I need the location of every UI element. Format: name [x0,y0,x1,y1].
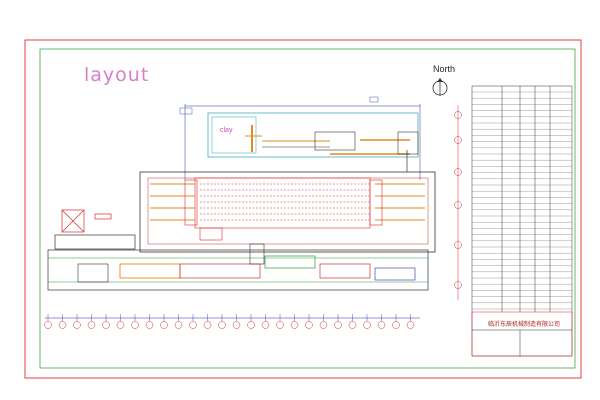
parts-table [471,85,573,357]
axis-marker [377,321,386,329]
axis-marker [334,321,342,329]
grid-axis [44,314,420,329]
production-line [47,243,429,291]
axis-marker [348,321,357,329]
axis-marker [363,321,371,329]
axis-marker [44,321,52,329]
north-label: North [433,64,456,74]
axis-marker [160,321,168,329]
top-dimension [179,96,421,180]
inner-frame [39,48,576,369]
axis-marker [261,321,270,329]
axis-marker [58,321,67,329]
axis-marker [406,321,415,329]
axis-marker [203,321,212,329]
axis-marker [290,321,299,329]
axis-marker [392,321,400,329]
clay-yard [207,112,419,172]
left-machinery [54,209,136,250]
company-name: 临沂东辰机械制造有限公司 [488,322,561,328]
axis-marker [102,321,110,329]
kiln-car-rows [200,183,370,221]
outer-frame [24,39,582,379]
axis-marker [116,321,125,329]
side-tracks [150,183,425,221]
axis-marker [131,321,139,329]
axis-marker [189,321,197,329]
north-arrow-icon [432,78,448,96]
axis-marker [73,321,81,329]
axis-marker [145,321,154,329]
axis-marker [232,321,241,329]
transfer-blocks [184,179,383,241]
clay-area-label: clay [220,127,233,134]
right-axis [454,105,462,300]
axis-marker [319,321,328,329]
drawing-title: layout [84,64,150,86]
axis-marker [218,321,226,329]
axis-marker [305,321,313,329]
axis-marker [174,321,183,329]
axis-marker [276,321,284,329]
axis-marker [87,321,96,329]
axis-marker [247,321,255,329]
